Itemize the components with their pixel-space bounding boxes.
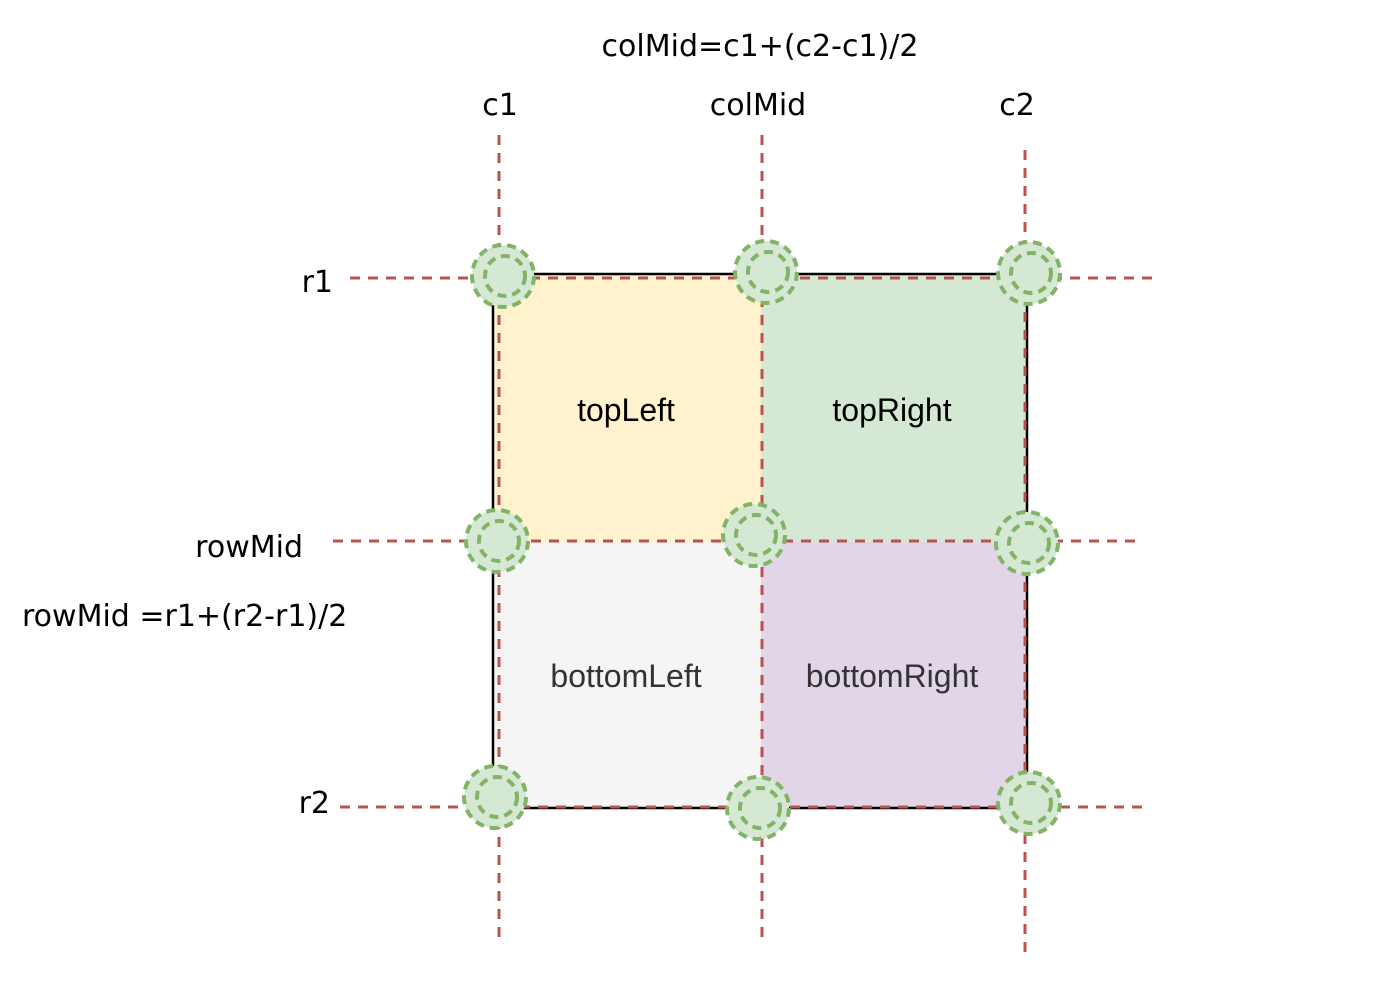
label-bottom-left: bottomLeft bbox=[550, 658, 701, 694]
marker-r2-c2 bbox=[996, 770, 1062, 836]
marker-r2-c1 bbox=[462, 764, 528, 830]
label-c2: c2 bbox=[999, 88, 1035, 123]
marker-rowmid-c1 bbox=[464, 508, 530, 574]
label-r1: r1 bbox=[302, 265, 333, 300]
label-c1: c1 bbox=[482, 88, 518, 123]
marker-rowmid-c2 bbox=[994, 510, 1060, 576]
formula-rowmid: rowMid =r1+(r2-r1)/2 bbox=[22, 599, 347, 634]
marker-r1-c1 bbox=[470, 243, 536, 309]
quadrant-bottom-right bbox=[761, 542, 1027, 808]
quadrant-bottom-left bbox=[493, 542, 761, 808]
marker-rowmid-colmid bbox=[721, 502, 787, 568]
label-colmid: colMid bbox=[710, 88, 806, 123]
marker-r2-colmid bbox=[725, 775, 791, 841]
quadrant-top-left bbox=[493, 274, 761, 542]
label-bottom-right: bottomRight bbox=[806, 658, 979, 694]
label-top-right: topRight bbox=[832, 392, 951, 428]
label-top-left: topLeft bbox=[577, 392, 675, 428]
quadrant-top-right bbox=[761, 274, 1027, 542]
marker-r1-c2 bbox=[996, 240, 1062, 306]
label-rowmid: rowMid bbox=[195, 530, 303, 565]
formula-colmid: colMid=c1+(c2-c1)/2 bbox=[602, 29, 919, 64]
marker-r1-colmid bbox=[733, 239, 799, 305]
label-r2: r2 bbox=[299, 786, 330, 821]
